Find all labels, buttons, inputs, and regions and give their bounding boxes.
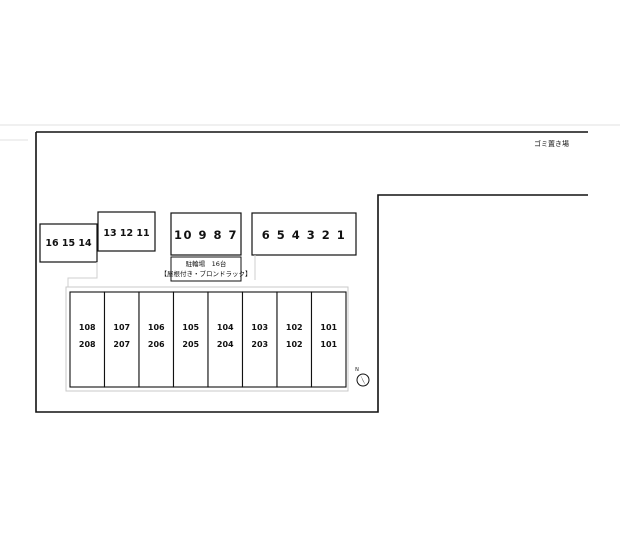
north-arrow-icon [360,374,366,386]
unit-cell [69,291,106,388]
unit-number-first-floor: 103 [251,323,268,332]
north-arrow-label: N [355,367,359,373]
unit-cell [138,291,175,388]
bicycle-parking-line1: 駐輪場 16台 [186,259,227,268]
unit-number-first-floor: 101 [320,323,337,332]
parking-block-10-7-label: 10 9 8 7 [174,228,238,242]
parking-block-13-11-label: 13 12 11 [103,228,149,239]
parking-block-10-7 [170,212,242,256]
parking-block-16-14-label: 16 15 14 [45,238,92,249]
unit-number-second-floor: 204 [217,340,234,349]
building-outer-outline [65,286,349,392]
garbage-area-label: ゴミ置き場 [534,139,569,148]
unit-number-second-floor: 203 [251,340,268,349]
connector-line [67,262,98,287]
unit-number-first-floor: 106 [148,323,165,332]
unit-cell [103,291,140,388]
bicycle-parking [170,256,242,282]
site-boundary [35,132,588,413]
unit-number-first-floor: 105 [182,323,199,332]
parking-block-6-1-label: 6 5 4 3 2 1 [262,228,347,242]
unit-number-second-floor: 208 [79,340,96,349]
unit-number-second-floor: 101 [320,340,337,349]
bicycle-parking-line2: 【屋根付き・ブロンドラック】 [161,269,252,278]
north-arrow-circle [356,373,370,387]
parking-block-13-11 [97,211,156,252]
building-units: 108 208 107 207 106 206 105 205 104 204 103 203 102 1… [69,291,347,388]
unit-cell [241,291,278,388]
unit-number-first-floor: 102 [286,323,303,332]
parking-block-16-14 [39,223,98,263]
unit-number-first-floor: 107 [113,323,130,332]
unit-number-second-floor: 207 [113,340,130,349]
parking-block-6-1 [251,212,357,256]
unit-number-first-floor: 104 [217,323,234,332]
unit-number-second-floor: 206 [148,340,165,349]
unit-number-second-floor: 205 [182,340,199,349]
unit-cell [172,291,209,388]
unit-cell [207,291,244,388]
unit-number-first-floor: 108 [79,323,96,332]
unit-cell [310,291,347,388]
north-arrow: N [355,367,370,387]
unit-number-second-floor: 102 [286,340,303,349]
